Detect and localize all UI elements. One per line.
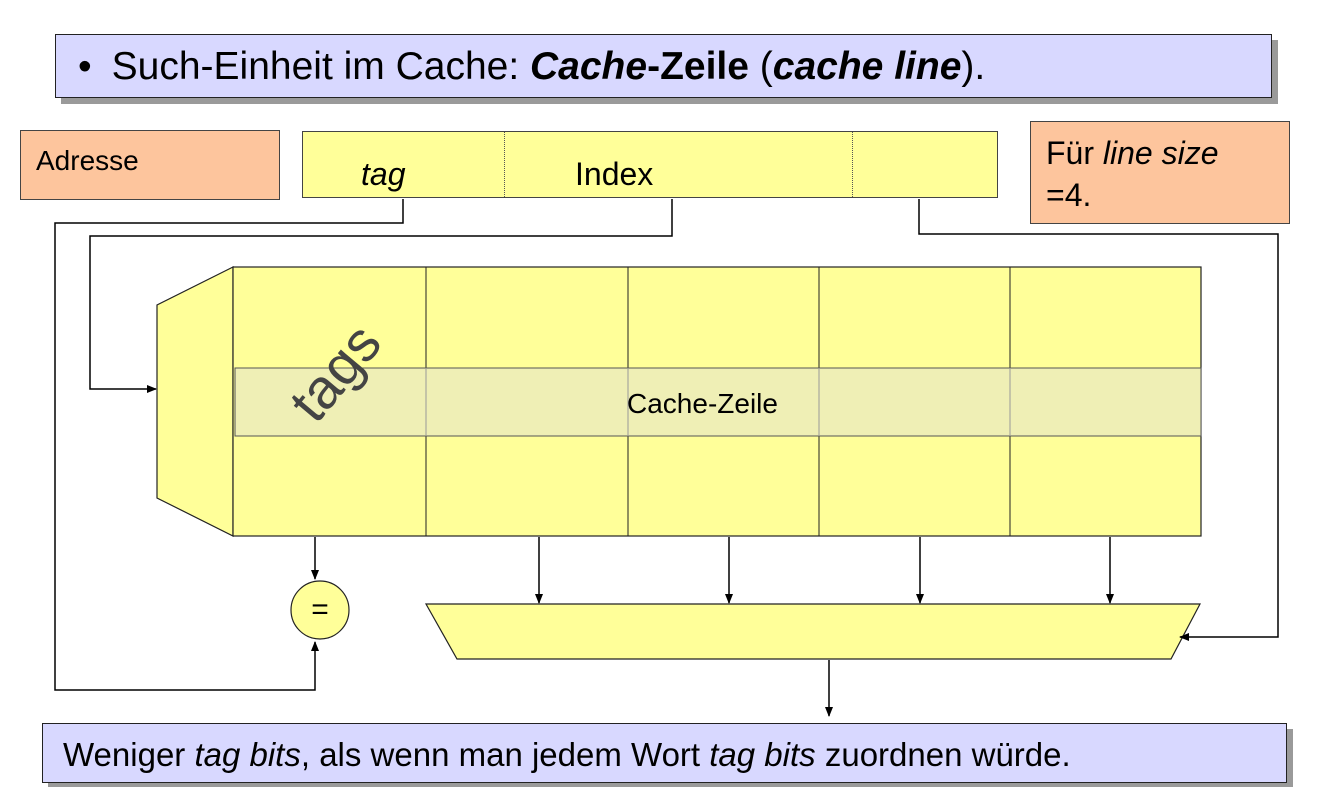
address-field-bar: tag Index bbox=[302, 131, 998, 198]
conclusion-term1: tag bits bbox=[194, 736, 301, 773]
conclusion-part2: , als wenn man jedem Wort bbox=[300, 736, 710, 773]
offset-to-multiplexer-line bbox=[918, 199, 1279, 641]
index-to-tag-memory-line bbox=[89, 199, 673, 393]
address-label: Adresse bbox=[36, 145, 139, 176]
conclusion-text: Weniger tag bits, als wenn man jedem Wor… bbox=[63, 736, 1071, 774]
title-paren-open: ( bbox=[748, 45, 773, 88]
address-index-field: Index bbox=[575, 156, 654, 192]
title-term-part1: Cache bbox=[530, 45, 648, 88]
address-tag-field: tag bbox=[361, 156, 406, 192]
line-size-term: line size bbox=[1102, 135, 1219, 171]
line-size-value: =4. bbox=[1046, 177, 1092, 213]
conclusion-banner: Weniger tag bits, als wenn man jedem Wor… bbox=[42, 723, 1287, 783]
title-paren-close: ). bbox=[961, 45, 986, 88]
conclusion-part3: zuordnen würde. bbox=[815, 736, 1071, 773]
comparator-symbol: = bbox=[311, 593, 329, 626]
conclusion-part1: Weniger bbox=[63, 736, 195, 773]
tag-to-comparator-line bbox=[54, 199, 404, 691]
title-term-en: cache line bbox=[772, 45, 962, 88]
title-prefix: Such-Einheit im Cache: bbox=[111, 45, 531, 88]
title-term-part2: -Zeile bbox=[647, 45, 749, 88]
bullet-icon: • bbox=[78, 45, 92, 88]
line-size-note: Für line size =4. bbox=[1046, 132, 1219, 216]
tag-memory-block bbox=[156, 266, 234, 537]
address-label-box: Adresse bbox=[20, 130, 280, 200]
title-text: • Such-Einheit im Cache: Cache-Zeile (cac… bbox=[78, 43, 985, 91]
line-size-note-box: Für line size =4. bbox=[1030, 121, 1290, 224]
conclusion-term2: tag bits bbox=[709, 736, 816, 773]
line-size-prefix: Für bbox=[1046, 135, 1103, 171]
cache-line-label: Cache-Zeile bbox=[627, 388, 778, 419]
multiplexer bbox=[424, 603, 1201, 660]
address-divider bbox=[852, 132, 853, 197]
title-banner: • Such-Einheit im Cache: Cache-Zeile (cac… bbox=[55, 34, 1272, 98]
address-divider bbox=[504, 132, 505, 197]
cache-line-highlight bbox=[234, 367, 1202, 437]
comparator-circle bbox=[290, 580, 350, 640]
